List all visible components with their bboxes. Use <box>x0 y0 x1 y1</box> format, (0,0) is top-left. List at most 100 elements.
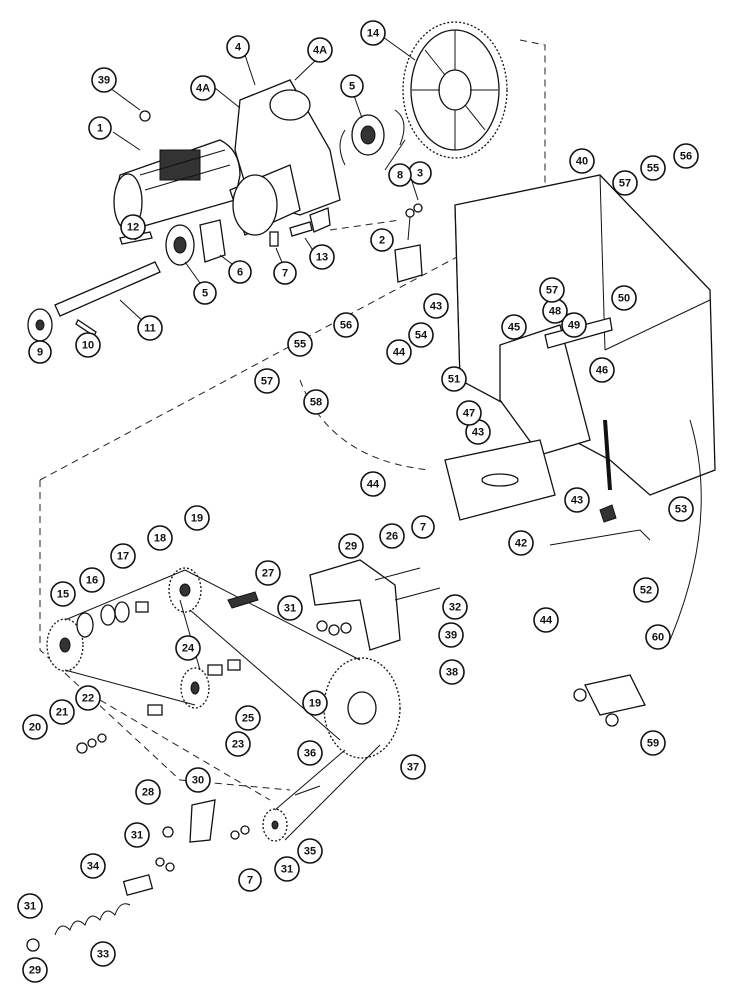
callout-8: 8 <box>388 163 412 187</box>
drive-bracket <box>229 79 341 236</box>
drive-chains <box>64 569 381 841</box>
svg-text:55: 55 <box>294 339 306 351</box>
svg-text:1: 1 <box>97 123 103 135</box>
svg-text:37: 37 <box>407 762 419 774</box>
callout-44: 44 <box>360 471 386 497</box>
small-fasteners-top <box>139 110 423 247</box>
callout-18: 18 <box>147 525 173 551</box>
svg-text:23: 23 <box>232 739 244 751</box>
svg-text:43: 43 <box>430 301 442 313</box>
callout-53: 53 <box>668 496 694 522</box>
callout-4a: 4A <box>190 75 216 101</box>
callout-31: 31 <box>17 893 43 919</box>
svg-text:30: 30 <box>192 775 204 787</box>
callout-31: 31 <box>124 822 150 848</box>
callout-55: 55 <box>640 155 666 181</box>
callout-44: 44 <box>386 339 412 365</box>
svg-text:35: 35 <box>304 846 316 858</box>
callout-37: 37 <box>400 754 426 780</box>
callout-24: 24 <box>175 635 201 661</box>
svg-text:56: 56 <box>340 320 352 332</box>
callout-31: 31 <box>277 595 303 621</box>
callout-56: 56 <box>333 312 359 338</box>
callout-57: 57 <box>612 170 638 196</box>
svg-text:50: 50 <box>618 293 630 305</box>
sprocket-37 <box>323 657 401 759</box>
callout-54: 54 <box>408 322 434 348</box>
starter-motor <box>113 139 241 231</box>
svg-text:31: 31 <box>24 901 36 913</box>
callout-47: 47 <box>456 400 482 426</box>
svg-text:43: 43 <box>571 495 583 507</box>
sprocket-35 <box>262 808 288 842</box>
callout-43: 43 <box>423 293 449 319</box>
callout-50: 50 <box>611 285 637 311</box>
svg-text:40: 40 <box>576 156 588 168</box>
svg-text:59: 59 <box>647 738 659 750</box>
connector-link <box>227 591 259 609</box>
svg-text:19: 19 <box>309 698 321 710</box>
callout-6: 6 <box>228 260 252 284</box>
svg-text:56: 56 <box>680 151 692 163</box>
svg-text:22: 22 <box>82 693 94 705</box>
sprocket-24 <box>180 667 210 709</box>
svg-text:12: 12 <box>127 222 139 234</box>
callout-49: 49 <box>561 312 587 338</box>
callout-1: 1 <box>88 116 112 140</box>
callout-56: 56 <box>673 143 699 169</box>
svg-text:15: 15 <box>57 589 69 601</box>
callout-4a: 4A <box>307 37 333 63</box>
svg-text:29: 29 <box>345 541 357 553</box>
callout-25: 25 <box>235 705 261 731</box>
callout-3: 3 <box>408 161 432 185</box>
assembly-dashed-lines <box>39 39 546 801</box>
svg-text:47: 47 <box>463 408 475 420</box>
callout-20: 20 <box>22 714 48 740</box>
callout-59: 59 <box>640 730 666 756</box>
svg-text:54: 54 <box>415 330 428 342</box>
svg-text:27: 27 <box>262 568 274 580</box>
callout-46: 46 <box>589 357 615 383</box>
callout-23: 23 <box>225 731 251 757</box>
callout-22: 22 <box>75 685 101 711</box>
svg-text:4A: 4A <box>313 45 327 57</box>
callout-60: 60 <box>645 624 671 650</box>
callout-39: 39 <box>91 67 117 93</box>
svg-text:6: 6 <box>237 267 243 279</box>
callout-7: 7 <box>273 261 297 285</box>
svg-text:11: 11 <box>144 323 156 335</box>
washers-lower-left <box>76 601 149 754</box>
callout-52: 52 <box>633 577 659 603</box>
callout-19: 19 <box>184 505 210 531</box>
callout-39: 39 <box>438 622 464 648</box>
callout-5: 5 <box>340 74 364 98</box>
svg-text:7: 7 <box>420 522 426 534</box>
callout-42: 42 <box>508 530 534 556</box>
svg-text:25: 25 <box>242 713 254 725</box>
sprocket-18 <box>168 567 202 613</box>
svg-text:53: 53 <box>675 504 687 516</box>
svg-text:26: 26 <box>386 531 398 543</box>
callout-57: 57 <box>254 368 280 394</box>
svg-text:39: 39 <box>98 75 110 87</box>
callout-11: 11 <box>137 315 163 341</box>
svg-text:7: 7 <box>282 268 288 280</box>
svg-text:31: 31 <box>281 864 293 876</box>
callout-12: 12 <box>120 214 146 240</box>
callout-40: 40 <box>569 148 595 174</box>
callout-28: 28 <box>135 779 161 805</box>
tensioner-bracket <box>309 559 441 651</box>
svg-text:36: 36 <box>304 748 316 760</box>
rod-and-clamp <box>549 419 651 546</box>
svg-text:2: 2 <box>379 235 385 247</box>
callout-33: 33 <box>90 941 116 967</box>
svg-text:10: 10 <box>82 340 94 352</box>
svg-text:31: 31 <box>284 603 296 615</box>
callout-32: 32 <box>442 594 468 620</box>
svg-text:44: 44 <box>540 615 553 627</box>
svg-text:33: 33 <box>97 949 109 961</box>
pulley-and-bushing <box>165 219 226 266</box>
svg-text:45: 45 <box>508 322 520 334</box>
svg-text:14: 14 <box>367 28 380 40</box>
